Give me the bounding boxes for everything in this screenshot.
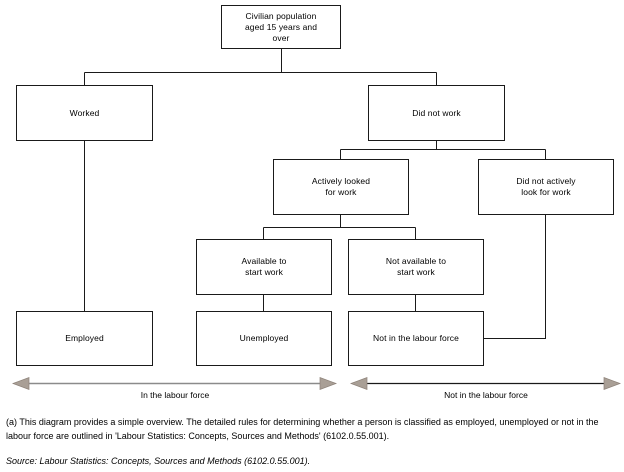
node-not-in-the-labour-force-label: Not in the labour force <box>373 333 459 343</box>
node-actively-looked-for-work-label: Actively looked for work <box>311 176 371 197</box>
node-employed-label: Employed <box>65 333 104 343</box>
bracket-arrow-in-labour-force <box>12 376 337 391</box>
node-civilian-population-label: Civilian population aged 15 years and ov… <box>244 10 318 43</box>
node-did-not-work: Did not work <box>368 85 505 141</box>
node-unemployed-label: Unemployed <box>239 333 289 343</box>
bracket-arrow-in-labour-force-head-right <box>319 376 337 391</box>
node-unemployed: Unemployed <box>196 311 332 366</box>
footnote-note-a: (a) This diagram provides a simple overv… <box>6 417 599 441</box>
footnote-block: (a) This diagram provides a simple overv… <box>6 416 618 468</box>
node-employed: Employed <box>16 311 153 366</box>
node-worked-label: Worked <box>69 107 100 118</box>
node-actively-looked-for-work: Actively looked for work <box>273 159 409 215</box>
node-available-to-start-work: Available to start work <box>196 239 332 295</box>
node-did-not-actively-look-for-work-label: Did not actively look for work <box>516 176 576 197</box>
bracket-arrow-not-in-labour-force-head-left <box>350 376 368 391</box>
bracket-arrow-not-in-labour-force-head-right <box>603 376 621 391</box>
bracket-arrow-in-labour-force-head-left <box>12 376 30 391</box>
node-civilian-population: Civilian population aged 15 years and ov… <box>221 5 341 49</box>
node-not-available-to-start-work: Not available to start work <box>348 239 484 295</box>
connector-notactive-to-nilf <box>484 215 546 339</box>
node-available-to-start-work-label: Available to start work <box>241 256 287 277</box>
bracket-arrow-not-in-labour-force <box>350 376 621 391</box>
node-worked: Worked <box>16 85 153 141</box>
footnote-source: Source: Labour Statistics: Concepts, Sou… <box>6 456 311 466</box>
node-did-not-work-label: Did not work <box>412 107 461 118</box>
bracket-label-not-in-labour-force: Not in the labour force <box>444 390 528 400</box>
node-did-not-actively-look-for-work: Did not actively look for work <box>478 159 614 215</box>
node-not-available-to-start-work-label: Not available to start work <box>385 256 447 277</box>
node-not-in-the-labour-force: Not in the labour force <box>348 311 484 366</box>
bracket-label-in-labour-force: In the labour force <box>140 390 210 400</box>
